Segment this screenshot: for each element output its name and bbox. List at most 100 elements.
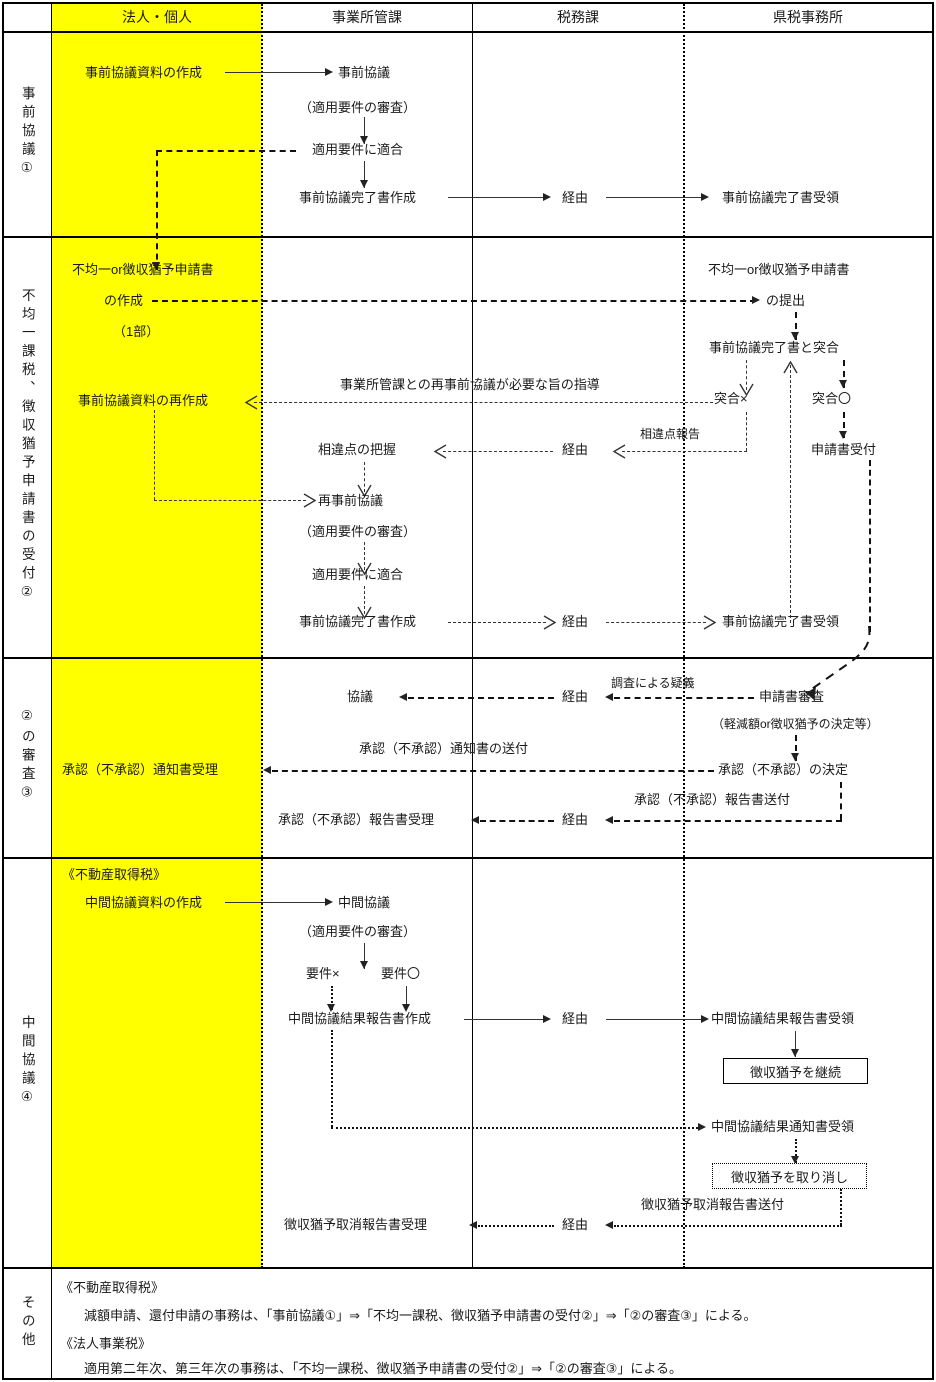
node-app-create-line2: の作成 xyxy=(104,293,144,308)
arrowhead-via-to-cancelreceive xyxy=(469,1221,477,1229)
label-notice-send: 承認（不承認）通知書の送付 xyxy=(359,741,529,756)
node-match-cert: 事前協議完了書と突合 xyxy=(709,340,840,355)
arrow-grasp-to-reconsult xyxy=(364,462,365,492)
arrowhead-via-to-receive xyxy=(701,193,709,201)
section-label-5: その他 xyxy=(19,1294,35,1351)
node-conform: 適用要件に適合 xyxy=(312,142,404,157)
arrowhead-req-ok xyxy=(402,1004,410,1012)
node-app-create-line3: （1部） xyxy=(113,324,160,339)
node-receive-cert-2: 事前協議完了書受領 xyxy=(722,614,840,629)
feedback-conform-horizontal xyxy=(156,150,296,152)
arrowhead-midreceive-to-continue xyxy=(791,1049,799,1057)
node-mid-notice-receive: 中間協議結果通知書受領 xyxy=(711,1119,855,1134)
branch-match-ng xyxy=(746,360,747,390)
branch-match-ok xyxy=(843,360,845,388)
label-guidance: 事業所管課との再事前協議が必要な旨の指導 xyxy=(340,377,600,392)
col-header-taxoff: 県税事務所 xyxy=(773,9,843,25)
branch-req-ok xyxy=(406,986,407,1010)
branch-req-ng xyxy=(331,986,333,1010)
line-cancel-down xyxy=(840,1189,842,1225)
col-header-taxdiv: 税務課 xyxy=(557,9,599,25)
arrow-app-create-to-submit xyxy=(152,300,756,302)
col-sep-taxdiv xyxy=(683,4,685,1268)
arrowhead-cert-to-via xyxy=(543,193,551,201)
arrow-review2-to-conform2 xyxy=(364,542,365,570)
box-cancel-deferment: 徴収猶予を取り消し xyxy=(712,1163,867,1189)
arrow-via-to-receive xyxy=(606,197,706,198)
line-diffreport-to-via xyxy=(622,451,747,452)
node-mid-consult: 中間協議 xyxy=(338,895,391,910)
node-via-cancel: 経由 xyxy=(562,1217,589,1232)
node-match-ng: 突合× xyxy=(714,391,748,406)
row-sep-3 xyxy=(2,857,934,859)
arrow-via-to-midreceive xyxy=(606,1019,706,1020)
node-create-cert-2: 事前協議完了書作成 xyxy=(299,614,417,629)
arrowhead-via2-to-receive2 xyxy=(703,615,717,630)
node-app-accept: 申請書受付 xyxy=(811,442,877,457)
arrow-report-to-via xyxy=(614,820,842,822)
arrow-cancel-to-via xyxy=(614,1225,842,1227)
arrowhead-conform-to-cert xyxy=(360,180,368,188)
note-line-4: 適用第二年次、第三年次の事務は、「不均一課税、徴収猶予申請書の受付②」⇒「②の審… xyxy=(84,1361,682,1376)
arrowhead-report-to-via xyxy=(605,816,613,824)
section-label-4: 中間協議④ xyxy=(19,1014,35,1110)
arrowhead-review2-to-conform2 xyxy=(357,562,372,576)
node-req-ok: 要件〇 xyxy=(381,966,421,981)
arrow-midnotice-to-cancel xyxy=(795,1139,797,1163)
arrowhead-match-ng xyxy=(739,383,754,397)
col-header-bureau: 事業所管課 xyxy=(332,9,402,25)
col-header-party: 法人・個人 xyxy=(122,9,192,25)
node-app-submit-line2: の提出 xyxy=(766,293,806,308)
node-tax-kind: 《不動産取得税》 xyxy=(62,867,167,882)
arrowhead-cancel-to-via xyxy=(605,1221,613,1229)
arrow-decision-to-notice xyxy=(272,770,714,772)
node-reconsult: 再事前協議 xyxy=(318,493,384,508)
node-match-ok: 突合〇 xyxy=(812,391,852,406)
node-cancel-receive: 徴収猶予取消報告書受理 xyxy=(284,1217,428,1232)
col-sep-label xyxy=(51,4,52,1378)
arrow-review-to-conform xyxy=(364,117,365,144)
arrowhead-midnotice-to-cancel xyxy=(791,1156,799,1164)
arrow-middoc-to-midconsult xyxy=(225,902,330,903)
arrow-via-to-discuss xyxy=(408,697,554,699)
node-app-create-line1: 不均一or徴収猶予申請書 xyxy=(72,262,214,277)
arrow-appreview-to-decision xyxy=(795,735,797,761)
col-sep-party xyxy=(261,4,263,1268)
line-reqng-right xyxy=(331,1127,702,1129)
row-sep-1 xyxy=(2,236,934,238)
arrowhead-cert2-back-up xyxy=(783,360,798,374)
arrowhead-middoc-to-midconsult xyxy=(325,898,333,906)
label-report-send: 承認（不承認）報告書送付 xyxy=(634,792,791,807)
arrowhead-conform2-to-cert2 xyxy=(357,606,372,620)
arrow-conform-to-cert xyxy=(364,161,365,188)
node-redo-doc: 事前協議資料の再作成 xyxy=(78,393,209,408)
line-accept-down xyxy=(869,460,871,632)
arrow-prep-to-consult xyxy=(225,72,330,73)
arrowhead-feedback-to-app-create xyxy=(152,262,160,270)
arrowhead-via-to-midreceive xyxy=(701,1015,709,1023)
line-redo-to-reconsult xyxy=(154,500,306,501)
node-grasp-diff: 相違点の把握 xyxy=(318,442,397,457)
label-decision-note: （軽減額or徴収猶予の決定等） xyxy=(712,717,879,731)
node-via-1: 経由 xyxy=(562,190,589,205)
arrowhead-via-to-discuss xyxy=(399,693,407,701)
arrow-via-to-cancelreceive xyxy=(478,1225,554,1227)
arrow-conform2-to-cert2 xyxy=(364,586,365,614)
arrowhead-via-to-reportreceive xyxy=(471,816,479,824)
arrow-matchok-to-accept xyxy=(843,412,845,438)
label-cancel-send: 徴収猶予取消報告書送付 xyxy=(641,1197,785,1212)
node-consult: 事前協議 xyxy=(338,65,391,80)
arrow-cert-to-via xyxy=(448,197,548,198)
note-line-1: 《不動産取得税》 xyxy=(60,1280,165,1295)
node-via-diff: 経由 xyxy=(562,442,589,457)
row-sep-2 xyxy=(2,657,934,659)
node-mid-report-create: 中間協議結果報告書作成 xyxy=(288,1011,432,1026)
node-consult-review: （適用要件の審査） xyxy=(299,100,417,115)
arrow-via-to-reportreceive xyxy=(480,820,554,822)
node-mid-doc: 中間協議資料の作成 xyxy=(85,895,203,910)
arrowhead-cert2-to-via2 xyxy=(543,615,557,630)
section-label-1: 事前協議① xyxy=(19,86,35,181)
arrowhead-prep-to-consult xyxy=(325,68,333,76)
line-guidance-to-redo xyxy=(254,402,713,403)
